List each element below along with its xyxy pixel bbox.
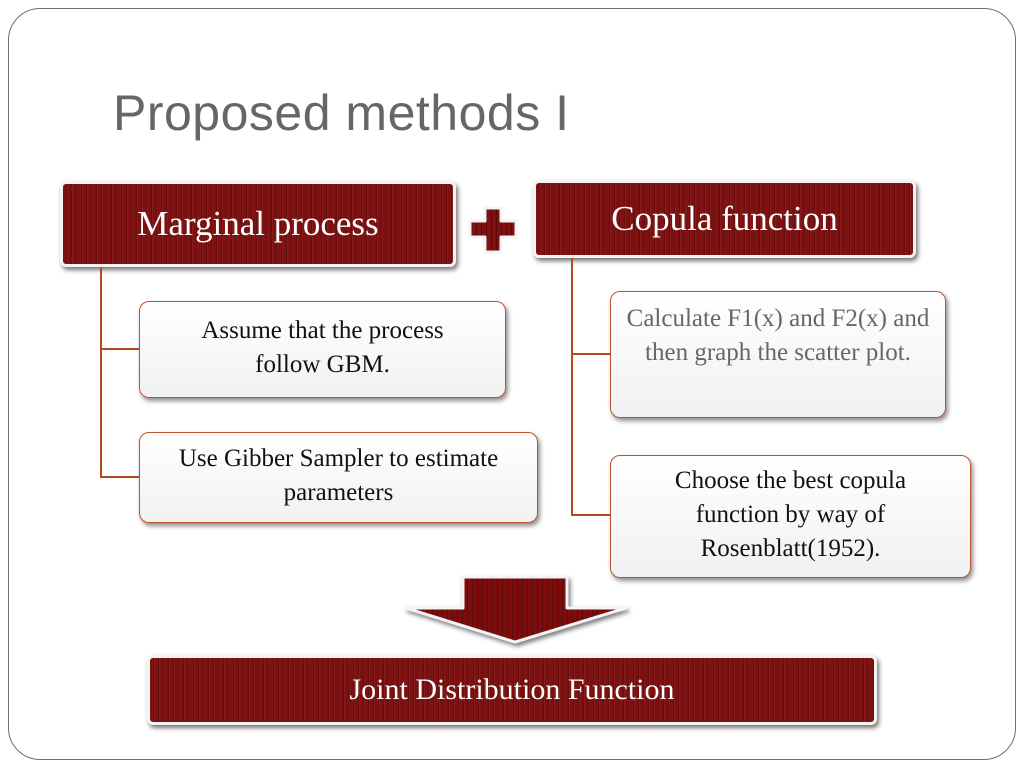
copula-function-label: Copula function bbox=[611, 199, 838, 238]
left-connector-vertical bbox=[100, 267, 102, 478]
joint-distribution-label: Joint Distribution Function bbox=[349, 673, 675, 706]
left-connector-step-1 bbox=[100, 348, 140, 350]
left-step-1-text: Assume that the process follow GBM. bbox=[201, 317, 444, 378]
joint-distribution-box: Joint Distribution Function bbox=[147, 655, 877, 725]
left-connector-step-2 bbox=[100, 476, 140, 478]
right-step-1-text: Calculate F1(x) and F2(x) and then graph… bbox=[626, 305, 930, 366]
right-connector-step-1 bbox=[571, 353, 611, 355]
plus-icon bbox=[468, 206, 518, 254]
copula-function-box: Copula function bbox=[533, 180, 916, 258]
down-arrow-icon bbox=[404, 575, 628, 644]
marginal-process-label: Marginal process bbox=[137, 204, 379, 243]
slide-title: Proposed methods I bbox=[113, 85, 570, 141]
left-step-2-box: Use Gibber Sampler to estimate parameter… bbox=[139, 432, 538, 523]
right-connector-vertical bbox=[571, 258, 573, 516]
right-step-1-box: Calculate F1(x) and F2(x) and then graph… bbox=[610, 291, 946, 418]
left-step-1-box: Assume that the process follow GBM. bbox=[139, 301, 506, 398]
marginal-process-box: Marginal process bbox=[60, 181, 456, 267]
left-step-2-text: Use Gibber Sampler to estimate parameter… bbox=[178, 445, 499, 506]
right-connector-step-2 bbox=[571, 514, 611, 516]
right-step-2-box: Choose the best copula function by way o… bbox=[610, 455, 971, 578]
right-step-2-text: Choose the best copula function by way o… bbox=[674, 467, 907, 562]
